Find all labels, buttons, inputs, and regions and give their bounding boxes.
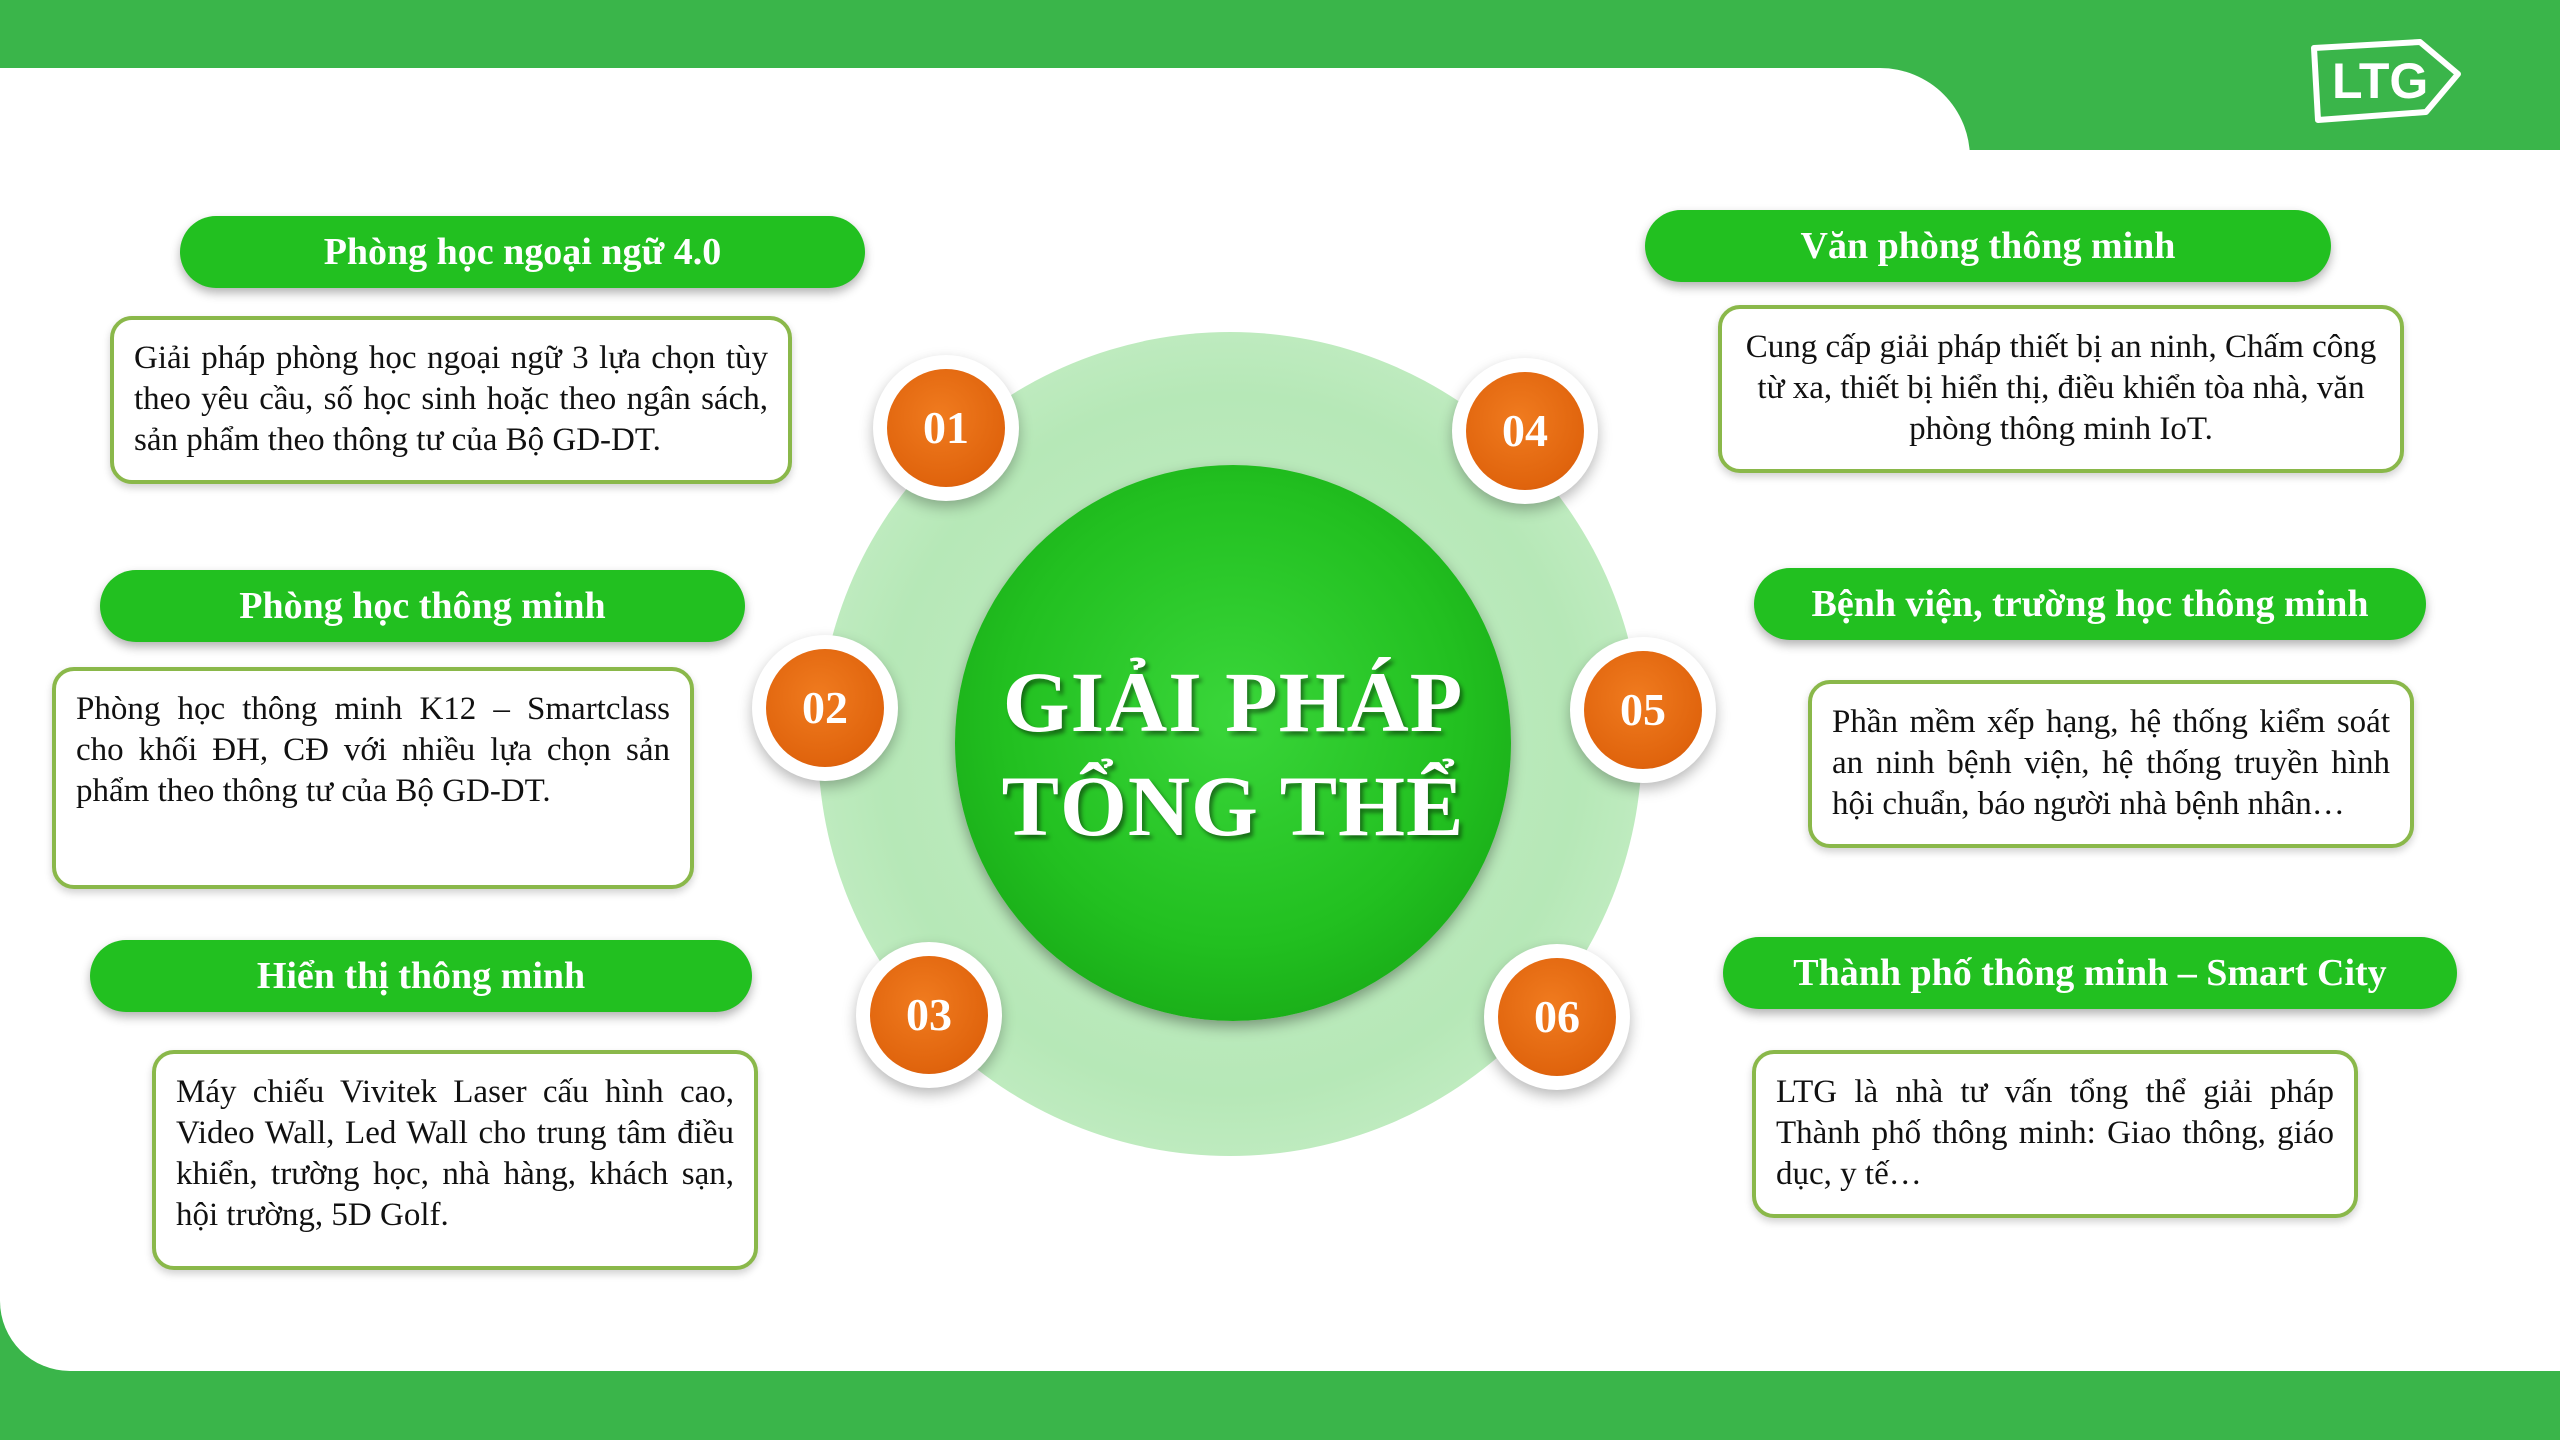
number-badge-02: 02 xyxy=(752,635,898,781)
ltg-logo: LTG xyxy=(2311,39,2461,123)
title-pill-04: Văn phòng thông minh xyxy=(1645,210,2331,282)
description-box-06: LTG là nhà tư vấn tổng thể giải pháp Thà… xyxy=(1752,1050,2358,1218)
title-pill-01: Phòng học ngoại ngữ 4.0 xyxy=(180,216,865,288)
title-pill-06: Thành phố thông minh – Smart City xyxy=(1723,937,2457,1009)
number-badge-06: 06 xyxy=(1484,944,1630,1090)
description-box-05: Phần mềm xếp hạng, hệ thống kiểm soát an… xyxy=(1808,680,2414,848)
title-pill-05: Bệnh viện, trường học thông minh xyxy=(1754,568,2426,640)
number-badge-01: 01 xyxy=(873,355,1019,501)
title-pill-03: Hiển thị thông minh xyxy=(90,940,752,1012)
number-badge-03: 03 xyxy=(856,942,1002,1088)
description-box-04: Cung cấp giải pháp thiết bị an ninh, Chấ… xyxy=(1718,305,2404,473)
center-circle xyxy=(955,465,1511,1021)
description-box-02: Phòng học thông minh K12 – Smartclass ch… xyxy=(52,667,694,889)
number-badge-05: 05 xyxy=(1570,637,1716,783)
center-title: GIẢI PHÁP TỔNG THỂ xyxy=(955,650,1511,858)
center-title-line1: GIẢI PHÁP xyxy=(1002,654,1464,750)
title-pill-02: Phòng học thông minh xyxy=(100,570,745,642)
description-box-03: Máy chiếu Vivitek Laser cấu hình cao, Vi… xyxy=(152,1050,758,1270)
center-title-line2: TỔNG THỂ xyxy=(1001,758,1465,854)
number-badge-04: 04 xyxy=(1452,358,1598,504)
logo-text: LTG xyxy=(2332,53,2428,109)
background-panel-top xyxy=(0,68,1970,158)
description-box-01: Giải pháp phòng học ngoại ngữ 3 lựa chọn… xyxy=(110,316,792,484)
